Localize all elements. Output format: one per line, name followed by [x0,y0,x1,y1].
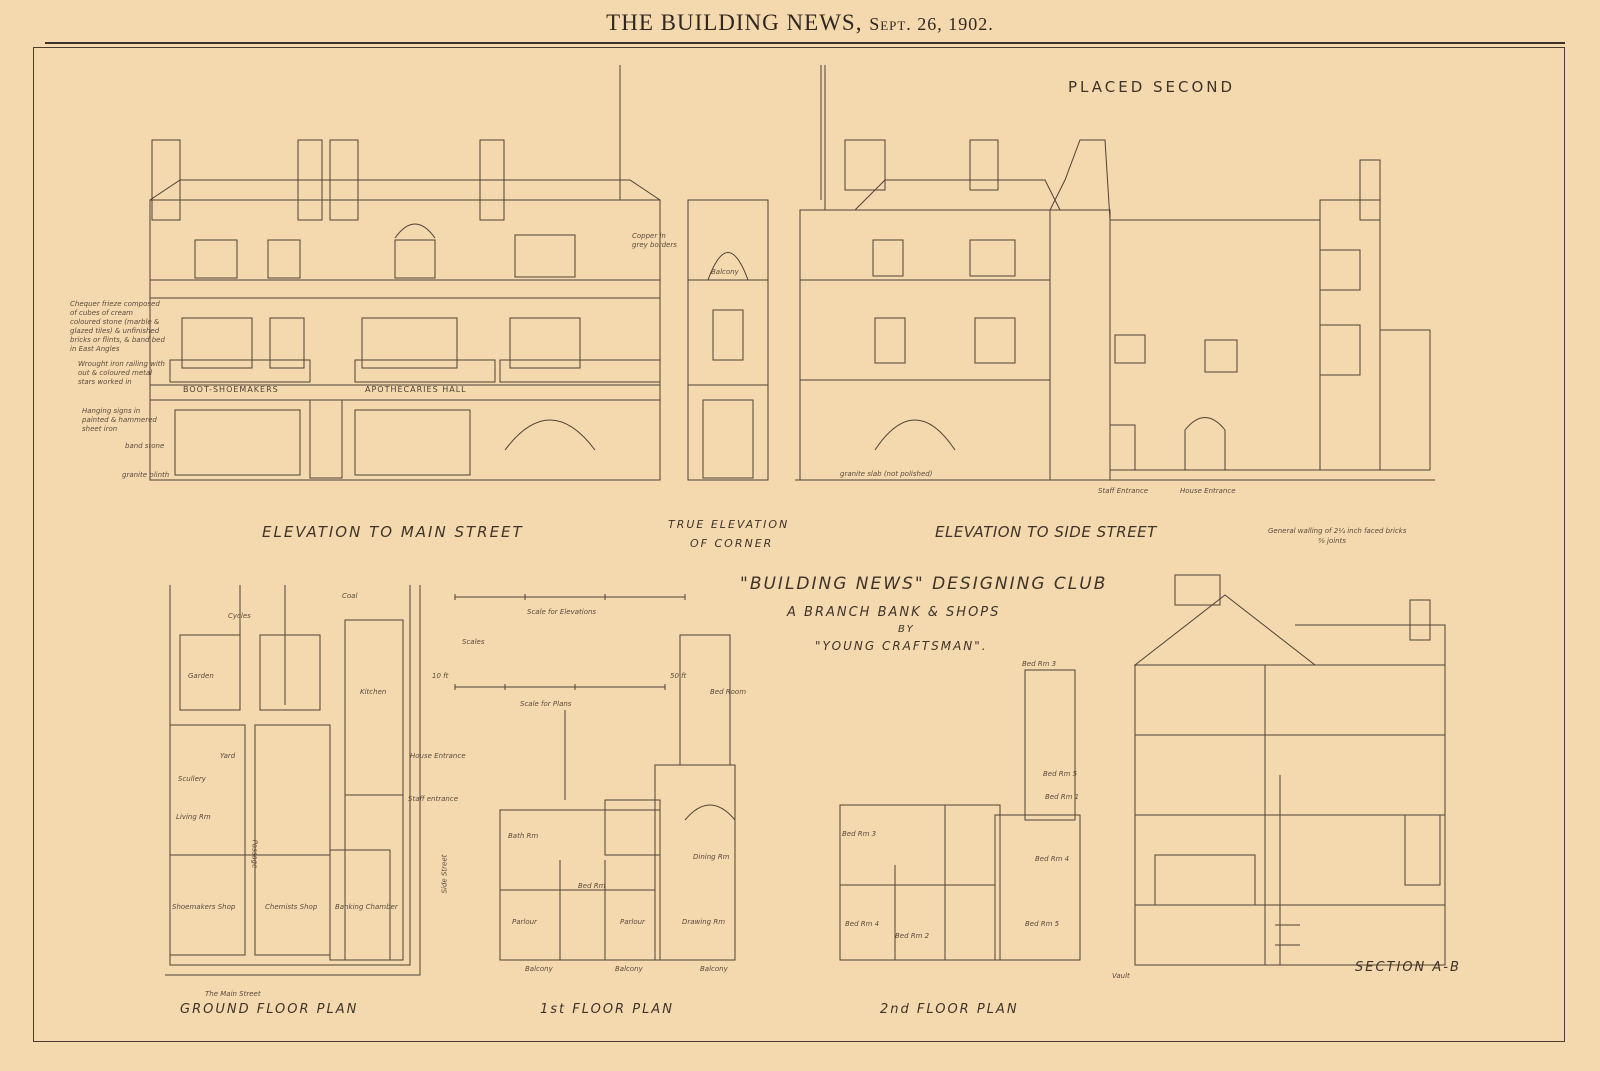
vault-label: Vault [1112,972,1130,980]
room-bed2: Bed Rm 2 [895,932,930,940]
side-street-label: Side Street [440,854,449,894]
page-header: THE BUILDING NEWS, Sept. 26, 1902. [0,10,1600,36]
note-hanging-signs: Hanging signs in painted & hammered shee… [82,407,157,433]
author-name: "YOUNG CRAFTSMAN". [815,639,988,653]
scale-bar-plans [454,684,666,690]
room-bath-1f: Bath Rm [508,832,539,840]
club-title: "BUILDING NEWS" DESIGNING CLUB [740,574,1108,594]
header-rule [45,42,1565,44]
room-bed3-left: Bed Rm 3 [842,830,877,838]
first-floor-plan [499,634,736,961]
note-copper: Copper in grey borders [632,232,677,249]
ground-floor-plan [165,585,421,976]
main-street-label: The Main Street [205,990,261,998]
room-dining: Dining Rm [693,853,730,861]
house-entrance-label: House Entrance [1180,487,1236,495]
corner-elevation [687,65,822,481]
scale-elevations-label: Scale for Elevations [527,608,597,616]
main-street-elevation-title: ELEVATION TO MAIN STREET [262,523,524,541]
room-chemists: Chemists Shop [265,903,318,911]
room-living: Living Rm [176,813,211,821]
walling-note-1: General walling of 2¼ inch faced bricks [1268,527,1407,535]
room-drawing: Drawing Rm [682,918,726,926]
room-parlour-2: Parlour [620,918,645,926]
room-shoemakers: Shoemakers Shop [172,903,236,911]
room-bedroom-1f: Bed Room [710,688,747,696]
ground-floor-plan-title: GROUND FLOOR PLAN [180,1002,359,1017]
note-granite-plinth: granite plinth [122,471,170,479]
room-parlour-1: Parlour [512,918,537,926]
side-street-elevation [795,65,1435,481]
walling-note-2: ⅜ joints [1318,537,1347,545]
scale-start: 10 ft [432,672,449,680]
room-garden: Garden [188,672,214,680]
granite-slab-label: granite slab (not polished) [840,470,933,478]
room-coal: Coal [342,592,358,600]
section-title: SECTION A-B [1355,960,1461,975]
ground-house-entrance: House Entrance [410,752,466,760]
by-label: BY [898,624,915,635]
room-passage: Passage [250,839,259,869]
balcony-1: Balcony [525,965,553,973]
note-band-stone: band stone [125,442,165,450]
scales-label: Scales [462,638,485,646]
shop-sign-boot: BOOT-SHOEMAKERS [183,385,279,394]
staff-entrance-label: Staff Entrance [1098,487,1149,495]
corner-elevation-title-2: OF CORNER [690,537,774,550]
room-bed3-top: Bed Rm 3 [1022,660,1057,668]
main-street-elevation [149,65,661,481]
plate-frame [33,47,1565,1042]
placed-second-label: PLACED SECOND [1068,78,1236,96]
scale-end: 50 ft [670,672,687,680]
room-yard: Yard [220,752,236,760]
room-banking: Banking Chamber [335,903,398,911]
second-floor-plan-title: 2nd FLOOR PLAN [880,1002,1019,1017]
ground-staff-entrance: Staff entrance [408,795,459,803]
room-cycles: Cycles [228,612,251,620]
balcony-2: Balcony [615,965,643,973]
publication-date: Sept. 26, 1902. [869,14,994,34]
second-floor-plan [839,669,1081,961]
room-bed1: Bed Rm 1 [1045,793,1080,801]
balcony-label: Balcony [711,268,739,276]
first-floor-plan-title: 1st FLOOR PLAN [540,1002,674,1017]
room-bed5: Bed Rm 5 [1025,920,1060,928]
note-iron-railing: Wrought iron railing with out & coloured… [78,360,165,386]
room-kitchen: Kitchen [360,688,387,696]
publication-title: THE BUILDING NEWS, [606,10,863,35]
corner-elevation-title-1: TRUE ELEVATION [668,518,790,531]
side-street-elevation-title: ELEVATION TO SIDE STREET [935,523,1157,541]
scale-plans-label: Scale for Plans [520,700,572,708]
note-chequer-frieze: Chequer frieze composed of cubes of crea… [70,300,165,353]
room-bed-1f: Bed Rm [578,882,606,890]
room-scullery: Scullery [178,775,206,783]
room-bed5-right: Bed Rm 5 [1043,770,1078,778]
scale-bar-elevations [454,594,686,600]
room-bed4: Bed Rm 4 [845,920,880,928]
shop-sign-apothecary: APOTHECARIES HALL [365,385,467,394]
section-a-b [1133,574,1446,966]
room-bed4-right: Bed Rm 4 [1035,855,1070,863]
balcony-3: Balcony [700,965,728,973]
design-subject: A BRANCH BANK & SHOPS [787,605,1001,620]
